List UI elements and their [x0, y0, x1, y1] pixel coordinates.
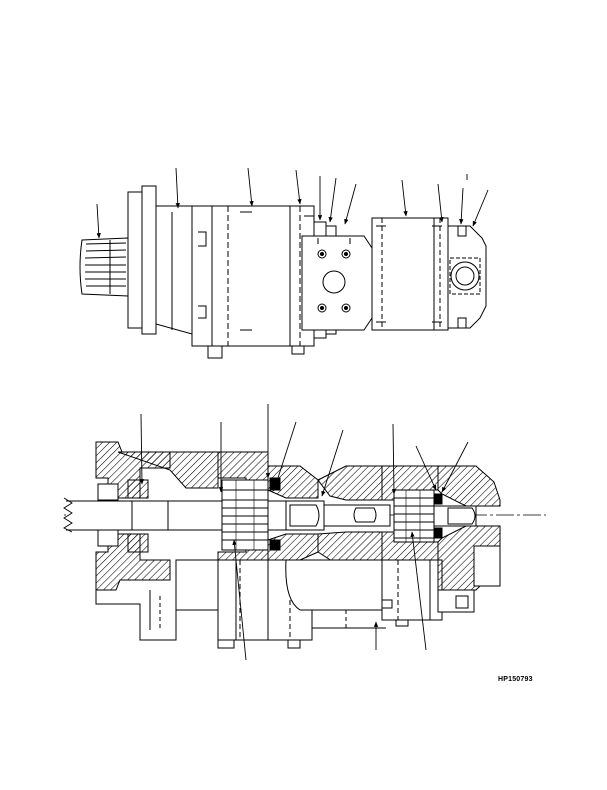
coupling-shaft	[268, 501, 324, 530]
section-flange	[96, 442, 218, 640]
external-view	[80, 168, 488, 358]
section-adapter	[286, 466, 390, 628]
section-end-cover	[434, 466, 500, 612]
rear-pump-housing	[372, 218, 448, 330]
section-view-leaders	[139, 404, 468, 660]
top-view-leaders	[97, 168, 488, 239]
drive-shaft	[64, 498, 226, 532]
spline-shaft	[80, 238, 128, 296]
sectional-view	[64, 404, 546, 660]
front-gear	[222, 480, 268, 550]
mounting-flange	[128, 186, 192, 334]
section-bearing-plate	[268, 466, 318, 648]
front-pump-housing	[192, 206, 314, 358]
rear-end-cover	[448, 226, 486, 328]
figure-reference-code: HP150793	[498, 676, 533, 683]
adapter-plate	[302, 222, 372, 338]
section-rear-body	[382, 466, 442, 626]
